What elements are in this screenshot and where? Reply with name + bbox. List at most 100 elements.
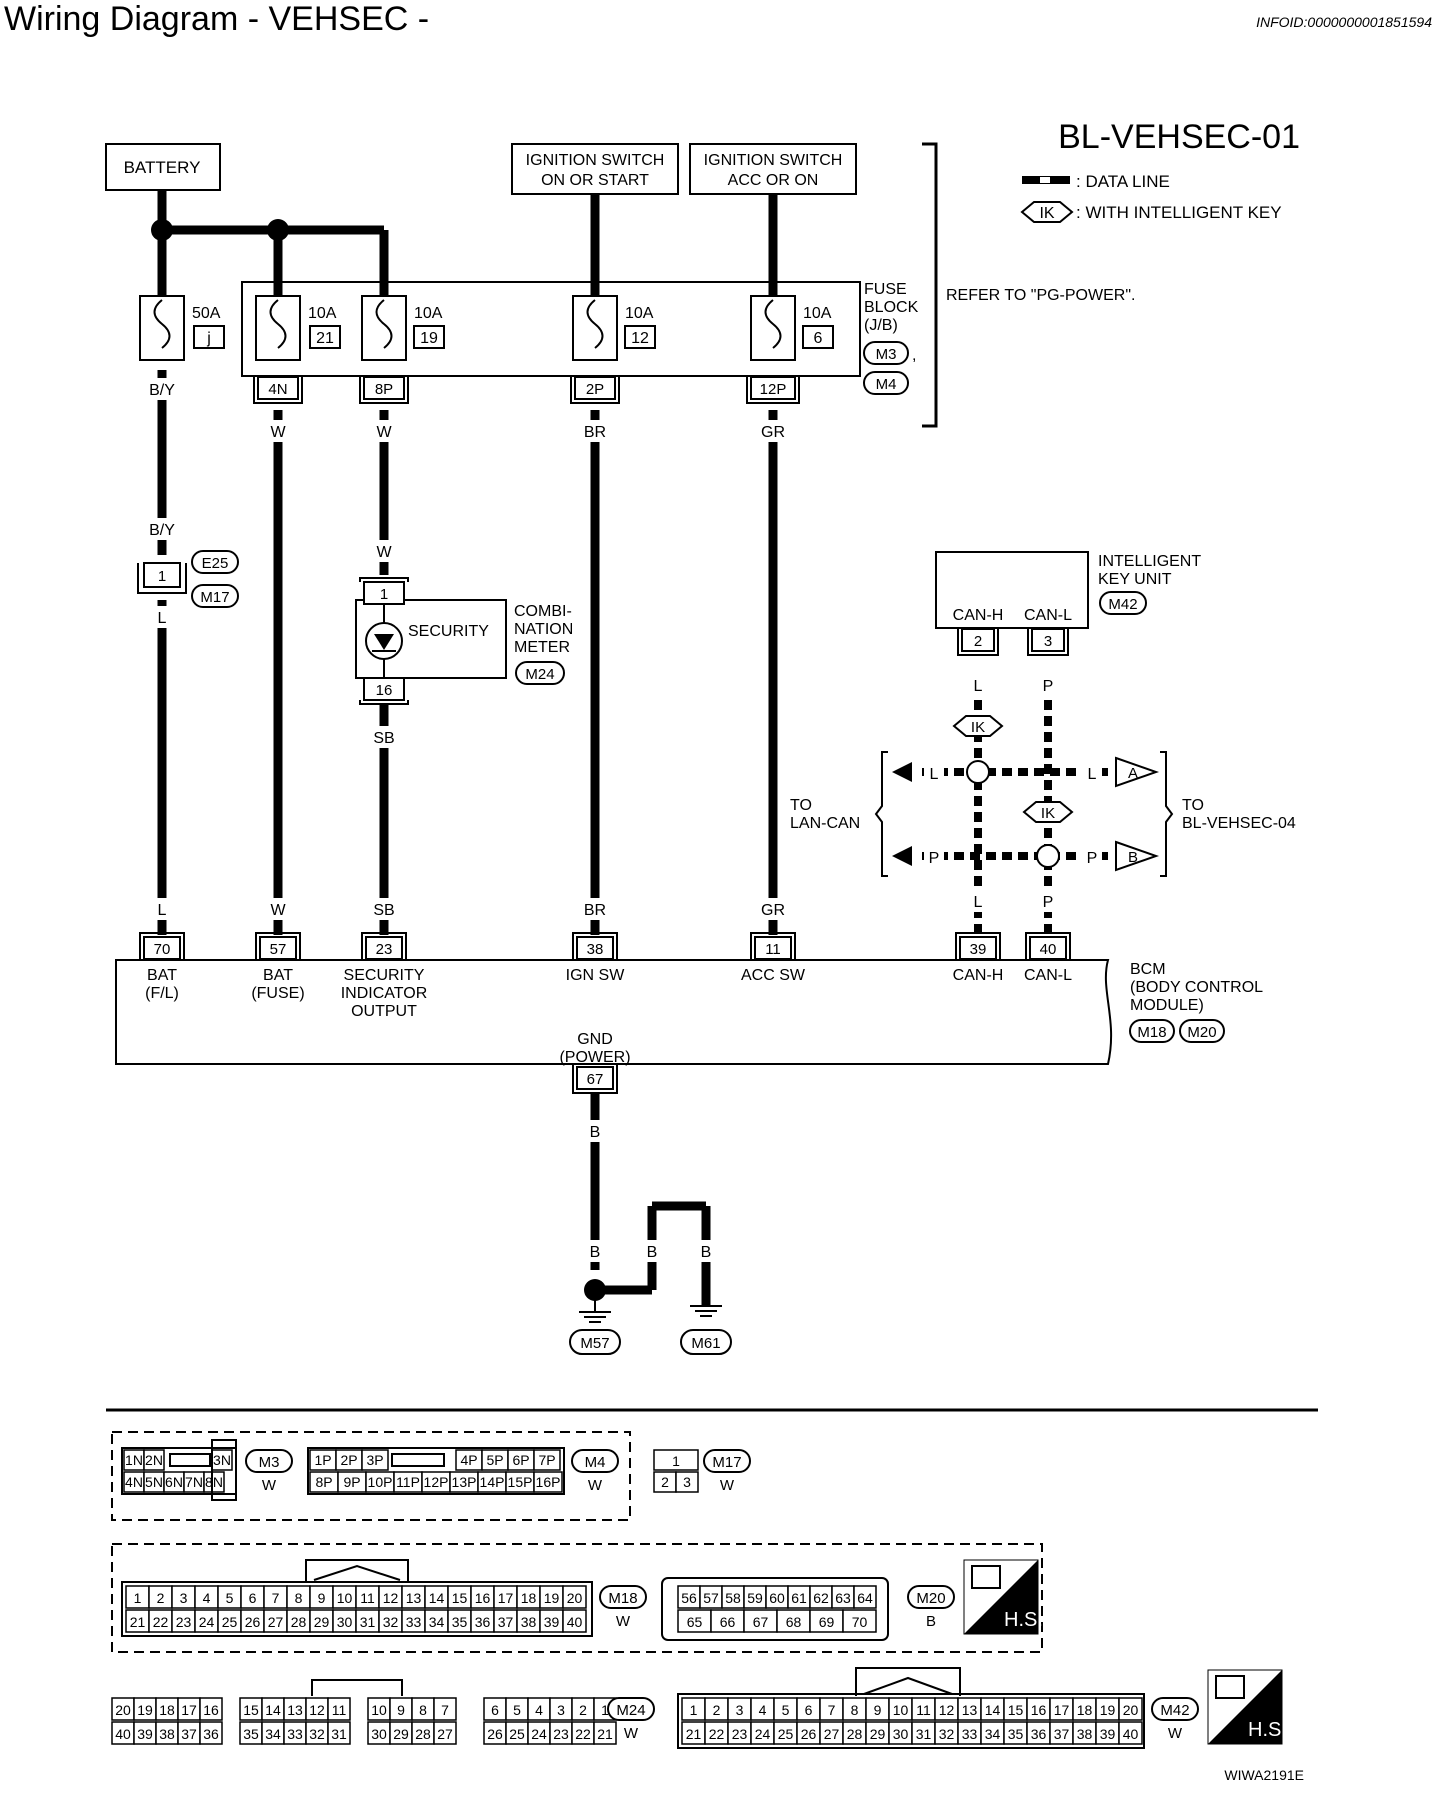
connector-pin-label: 29 <box>870 1726 886 1742</box>
connector-id-label: M3 <box>259 1454 280 1471</box>
connector-pin-label: 31 <box>360 1614 376 1630</box>
ik-unit-pin-3: 3 <box>1044 633 1052 650</box>
connector-pin-label: 6 <box>249 1590 257 1606</box>
connector-pin-label: 28 <box>847 1726 863 1742</box>
connector-cavity <box>143 1449 165 1471</box>
connector-pin-label: 8N <box>205 1474 223 1490</box>
connector-pin-label: 57 <box>703 1590 719 1606</box>
connector-pin-label: 35 <box>243 1726 259 1742</box>
connector-pin-label: 20 <box>567 1590 583 1606</box>
page-title: Wiring Diagram - VEHSEC - <box>4 0 430 38</box>
fuse-id-4: 12 <box>631 330 649 347</box>
connector-color-label: W <box>616 1613 631 1630</box>
joint-connector <box>143 562 181 588</box>
connector-pin-label: 11 <box>360 1590 375 1606</box>
ik-marker-canh-text: IK <box>971 719 985 736</box>
intelligent-key-unit-box <box>935 551 1089 629</box>
meter-pin-top: 1 <box>380 586 388 603</box>
connector-group-1 <box>111 1431 631 1521</box>
wire-color-w-4: W <box>270 902 286 919</box>
connector-pin-label: 33 <box>406 1614 422 1630</box>
connector-pin-label: 28 <box>415 1726 431 1742</box>
ignition-acc-on-line2: ACC OR ON <box>728 172 819 189</box>
bcm-pin-23: 23 <box>376 941 393 958</box>
connector-pin-label: 14 <box>429 1590 445 1606</box>
bcm-pin-11: 11 <box>765 941 781 958</box>
bcm-box <box>115 959 1113 1065</box>
connector-pin-label: 38 <box>521 1614 537 1630</box>
connector-cavity <box>593 1721 617 1745</box>
can-line-labels: L P L P L L P P <box>924 674 1102 912</box>
connector-id-badge <box>571 1449 619 1473</box>
fuse-block-label-1: FUSE <box>864 281 907 298</box>
connector-pin-label: 17 <box>181 1702 197 1718</box>
fuse-elements <box>153 299 782 349</box>
connector-id-badge <box>703 1449 751 1473</box>
connector-pin-label: 30 <box>893 1726 909 1742</box>
connector-pin-label: 7 <box>441 1702 449 1718</box>
connector-pin-label: 7P <box>538 1452 555 1468</box>
connector-pin-label: 11 <box>916 1702 931 1718</box>
can-wire-l-bottom: L <box>974 894 983 911</box>
connector-pin-label: 66 <box>720 1614 736 1630</box>
connector-color-label: W <box>588 1477 603 1494</box>
connector-pin-label: 29 <box>393 1726 409 1742</box>
bcm-pin-39: 39 <box>970 941 987 958</box>
can-splice-l <box>1036 844 1060 868</box>
bcm-label-2: (BODY CONTROL <box>1130 979 1263 996</box>
wire-color-br-2: BR <box>584 902 606 919</box>
to-vehsec-1: TO <box>1182 797 1204 814</box>
data-line-legend-gap <box>1040 177 1050 183</box>
connector-pin-label: 19 <box>544 1590 560 1606</box>
connector-cavity <box>361 1449 389 1471</box>
can-wire-p-left: P <box>929 850 940 867</box>
connector-pin-label: 8 <box>851 1702 859 1718</box>
connector-pin-label: 19 <box>1100 1702 1116 1718</box>
connector-id-label: M20 <box>916 1590 945 1607</box>
connector-pin-label: 30 <box>371 1726 387 1742</box>
connector-pin-label: 35 <box>1008 1726 1024 1742</box>
meter-label-1: COMBI- <box>514 603 572 620</box>
connector-pin-label: 36 <box>1031 1726 1047 1742</box>
wires <box>157 190 778 1306</box>
connector-group-2 <box>111 1543 1043 1653</box>
connector-pin-label: 34 <box>265 1726 281 1742</box>
bcm-label-security-3: OUTPUT <box>351 1003 417 1020</box>
connector-pin-label: 18 <box>1077 1702 1093 1718</box>
connector-id-label: M42 <box>1160 1702 1189 1719</box>
ignition-on-start-line1: IGNITION SWITCH <box>526 152 665 169</box>
fuse-id-5: 6 <box>814 330 823 347</box>
can-splice-h <box>966 760 990 784</box>
connector-pin-label: 19 <box>137 1702 153 1718</box>
fuse-amp-2: 10A <box>308 305 337 322</box>
connector-pin-label: 13 <box>287 1702 303 1718</box>
connector-pin-label: 38 <box>1077 1726 1093 1742</box>
connector-cavity <box>433 1721 457 1745</box>
connector-pin-label: 12 <box>383 1590 399 1606</box>
bcm-label-1: BCM <box>1130 961 1166 978</box>
ik-marker-canh <box>952 715 1004 737</box>
can-wire-l-top: L <box>974 678 983 695</box>
connector-pin-label: 36 <box>475 1614 491 1630</box>
connector-cavity <box>199 1721 223 1745</box>
wire-color-b-4: B <box>701 1244 712 1261</box>
svg-text:1: 1 <box>672 1453 680 1469</box>
can-wire-l-right: L <box>1088 766 1097 783</box>
connector-pin-label: 23 <box>732 1726 748 1742</box>
joint-pin: 1 <box>158 568 166 585</box>
connector-cavity <box>327 1721 351 1745</box>
connector-pin-label: 1P <box>314 1452 331 1468</box>
bcm-label-gnd-2: (POWER) <box>559 1049 630 1066</box>
ik-marker-canl-text: IK <box>1041 805 1055 822</box>
connector-pin-label: 14P <box>480 1474 505 1490</box>
connector-pin-label: 37 <box>181 1726 197 1742</box>
connector-pin-label: 39 <box>544 1614 560 1630</box>
connector-color-label: W <box>262 1477 277 1494</box>
connector-cavity <box>327 1697 351 1721</box>
can-wire-p-bottom: P <box>1043 894 1054 911</box>
can-wire-l-left: L <box>930 766 939 783</box>
connector-pin-label: 37 <box>1054 1726 1070 1742</box>
